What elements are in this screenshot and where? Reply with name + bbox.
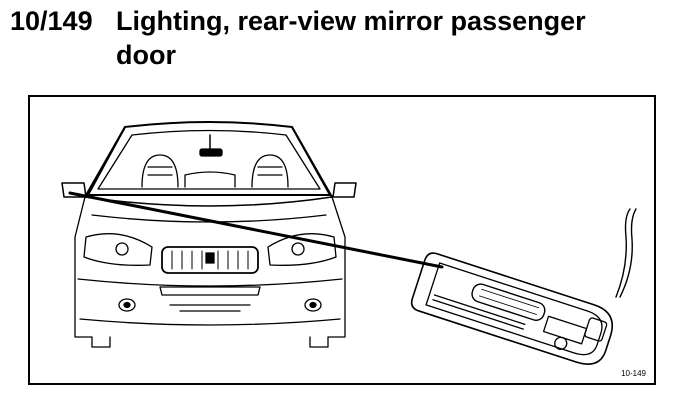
cable — [615, 208, 631, 298]
mirror-lamp-unit-icon — [410, 252, 614, 365]
illustration — [61, 121, 637, 365]
title-text-line-1: Lighting, rear-view mirror passenger — [116, 6, 586, 36]
page-title: 10/149 Lighting, rear-view mirror passeng… — [10, 4, 586, 72]
leader-line — [68, 191, 444, 269]
car-front-view-icon — [61, 121, 357, 348]
section-number: 10/149 — [10, 6, 93, 36]
title-text-line-2: door — [116, 40, 176, 70]
title-line-1: 10/149 Lighting, rear-view mirror passeng… — [10, 4, 586, 38]
illustration-frame: 10-149 — [28, 95, 656, 385]
figure-id: 10-149 — [621, 369, 646, 378]
